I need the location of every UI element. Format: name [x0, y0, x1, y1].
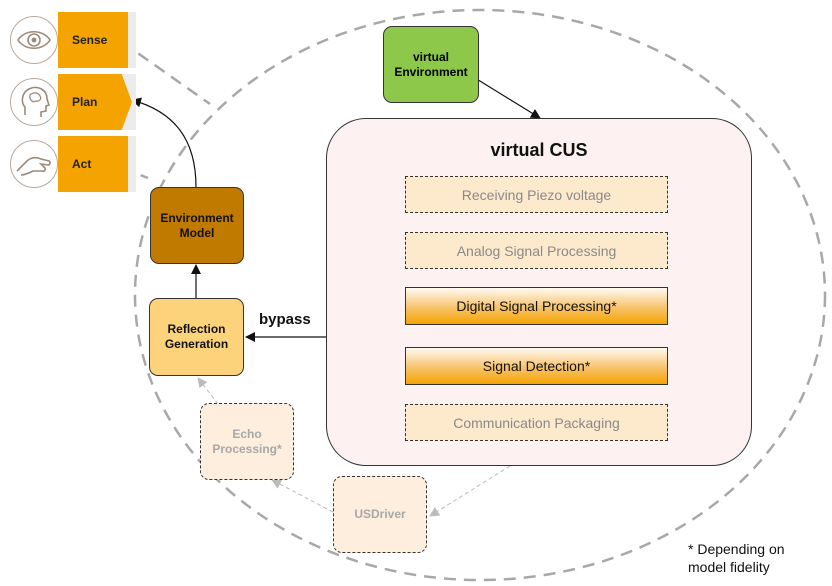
environment-model-line2: Model: [179, 225, 215, 240]
hand-icon: [10, 140, 58, 188]
cus-to-usdriver-arrow: [429, 465, 511, 517]
plan-label: Plan: [72, 95, 98, 109]
plan-tab: Plan: [58, 74, 132, 130]
sense-connector: [121, 40, 211, 106]
eye-icon: [10, 16, 58, 64]
environment-model-box: Environment Model: [150, 187, 244, 264]
footnote-line1: * Depending on: [688, 541, 785, 557]
envmodel-to-plan-arrow: [131, 97, 197, 188]
usdriver-to-echo-arrow: [271, 479, 334, 513]
act-tab: Act: [58, 136, 128, 192]
bypass-label: bypass: [259, 311, 311, 328]
head-brain-icon: [10, 78, 58, 126]
act-label: Act: [72, 157, 92, 171]
virtual-cus-title: virtual CUS: [490, 140, 588, 160]
footnote: * Depending on model fidelity: [688, 540, 785, 576]
usdriver-box: USDriver: [333, 476, 427, 553]
reflection-generation-box: Reflection Generation: [149, 298, 244, 376]
virtual-environment-line2: Environment: [394, 64, 468, 79]
reflection-generation-line2: Generation: [164, 337, 229, 351]
usdriver-label: USDriver: [354, 507, 406, 521]
sense-label: Sense: [72, 33, 108, 47]
step-communication-packaging: Communication Packaging: [405, 404, 668, 441]
echo-to-reflection-arrow: [197, 377, 219, 405]
env-to-cus-arrow: [474, 77, 541, 119]
virtual-environment-line1: virtual: [412, 49, 449, 64]
echo-processing-line2: Processing*: [212, 441, 282, 456]
step-signal-detection: Signal Detection*: [405, 347, 668, 385]
echo-processing-box: Echo Processing*: [200, 403, 294, 480]
step-digital-signal-processing: Digital Signal Processing*: [405, 287, 668, 325]
system-boundary-ellipse: [133, 8, 827, 582]
step-analog-signal-processing: Analog Signal Processing: [405, 232, 668, 269]
footnote-line2: model fidelity: [688, 559, 770, 575]
sense-plan-act-panel: Sense Plan Act: [8, 12, 136, 192]
virtual-environment-box: virtual Environment: [383, 26, 479, 103]
reflection-generation-line1: Reflection: [167, 322, 226, 336]
echo-processing-line1: Echo: [232, 426, 262, 441]
step-receiving-piezo-voltage: Receiving Piezo voltage: [405, 176, 668, 213]
environment-model-line1: Environment: [160, 210, 234, 225]
sense-tab: Sense: [58, 12, 128, 68]
